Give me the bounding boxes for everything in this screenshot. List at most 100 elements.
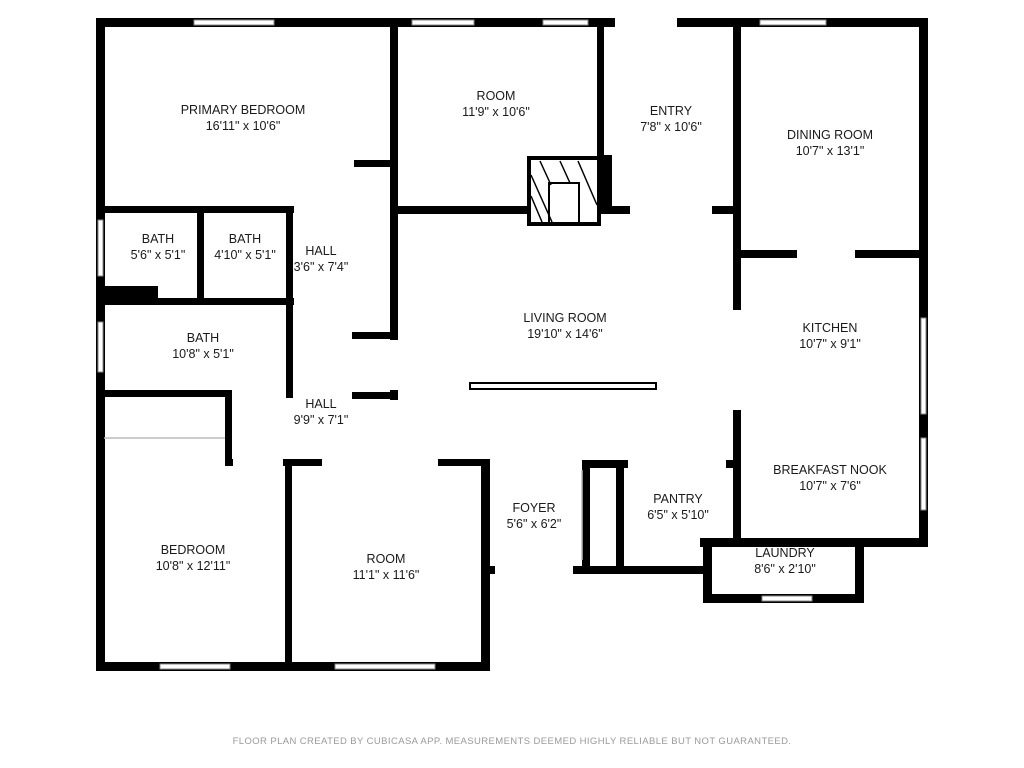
- opening-foyer: [495, 565, 573, 575]
- room-label-bath-1: BATH 5'6" x 5'1": [131, 231, 186, 263]
- wall-entry-dining: [733, 18, 741, 458]
- room-label-primary-bedroom: PRIMARY BEDROOM 16'11" x 10'6": [181, 102, 306, 134]
- room-dims: 6'5" x 5'10": [647, 508, 709, 522]
- fireplace-hatch-5: [577, 160, 598, 206]
- room-name: ROOM: [476, 89, 516, 103]
- wall-pantry-left: [582, 460, 590, 574]
- wall-pantry-bottom: [582, 566, 708, 574]
- room-label-foyer: FOYER 5'6" x 6'2": [507, 500, 562, 532]
- wall-bedroom-room: [285, 459, 292, 671]
- wall-hall-mid: [352, 332, 396, 339]
- room-name: ROOM: [366, 552, 406, 566]
- wall-right-upper: [919, 18, 928, 546]
- fireplace-hatch-3: [539, 160, 552, 186]
- room-dims: 5'6" x 5'1": [130, 248, 186, 262]
- room-dims: 3'6" x 7'4": [293, 260, 349, 274]
- room-label-bath-2: BATH 4'10" x 5'1": [214, 231, 276, 263]
- room-dims: 5'6" x 6'2": [506, 517, 562, 531]
- fireplace-cap: [598, 155, 612, 210]
- room-dims: 9'9" x 7'1": [293, 413, 349, 427]
- room-label-room-bottom: ROOM 11'1" x 11'6": [353, 551, 420, 583]
- opening-entry: [615, 16, 677, 28]
- room-name: PRIMARY BEDROOM: [180, 103, 306, 117]
- room-name: DINING ROOM: [786, 128, 874, 142]
- wall-left-lower: [96, 392, 105, 670]
- room-label-dining: DINING ROOM 10'7" x 13'1": [787, 127, 873, 159]
- room-dims: 4'10" x 5'1": [214, 248, 276, 262]
- window-laundry: [761, 595, 813, 602]
- room-name: FOYER: [512, 501, 556, 515]
- room-dims: 16'11" x 10'6": [205, 119, 281, 133]
- wall-left-upper: [96, 18, 105, 390]
- room-dims: 7'8" x 10'6": [640, 120, 702, 134]
- room-name: LIVING ROOM: [523, 311, 607, 325]
- disclaimer-footer: FLOOR PLAN CREATED BY CUBICASA APP. MEAS…: [232, 736, 792, 747]
- window-kitchen-b: [920, 437, 927, 511]
- room-dims: 10'8" x 5'1": [172, 347, 234, 361]
- room-label-laundry: LAUNDRY 8'6" x 2'10": [754, 545, 816, 577]
- opening-entry-living: [630, 205, 712, 215]
- room-label-room-top: ROOM 11'9" x 10'6": [462, 88, 530, 120]
- living-counter: [469, 382, 657, 390]
- window-kitchen-a: [920, 317, 927, 415]
- room-name: ENTRY: [649, 104, 693, 118]
- room-name: BATH: [141, 232, 175, 246]
- fireplace-hatch-4: [559, 160, 571, 184]
- opening-pantry: [628, 459, 726, 469]
- opening-hall-living: [389, 340, 399, 390]
- room-name: PANTRY: [653, 492, 703, 506]
- partition-lines: [104, 437, 583, 560]
- window-room-b: [542, 19, 589, 26]
- room-label-bath-3: BATH 10'8" x 5'1": [172, 330, 234, 362]
- room-name: KITCHEN: [802, 321, 858, 335]
- fireplace: [527, 156, 601, 226]
- closet-block: [100, 286, 158, 304]
- wall-kitchen-bottom: [700, 538, 928, 547]
- wall-hall-right-a: [354, 160, 394, 167]
- wall-room-entry: [597, 18, 604, 198]
- wall-bath2-bottom: [96, 390, 232, 397]
- window-bath-left: [97, 219, 104, 277]
- room-label-hall-upper: HALL 3'6" x 7'4": [294, 243, 349, 275]
- wall-hall-left: [286, 206, 293, 398]
- windows: [97, 19, 927, 670]
- room-dims: 8'6" x 2'10": [754, 562, 816, 576]
- room-name: BEDROOM: [160, 543, 226, 557]
- door-openings: [233, 16, 855, 575]
- wall-top: [96, 18, 928, 27]
- window-room-bottom: [334, 663, 436, 670]
- opening-bedroom-top: [322, 458, 438, 467]
- fireplace-hatch-1: [530, 174, 553, 223]
- room-dims: 11'1" x 11'6": [352, 568, 420, 582]
- wall-hall-low: [352, 392, 396, 399]
- room-label-kitchen: KITCHEN 10'7" x 9'1": [799, 320, 861, 352]
- opening-dining-kitchen: [797, 249, 855, 259]
- window-primary: [193, 19, 275, 26]
- room-dims: 19'10" x 14'6": [527, 327, 603, 341]
- fireplace-hatch-2: [530, 195, 543, 223]
- wall-bath-row-bottom: [96, 298, 294, 305]
- room-label-pantry: PANTRY 6'5" x 5'10": [647, 491, 709, 523]
- wall-kitchen-left-low: [733, 455, 741, 545]
- room-label-hall-lower: HALL 9'9" x 7'1": [294, 396, 349, 428]
- opening-hall2: [233, 458, 283, 467]
- fireplace-hearth: [548, 182, 580, 224]
- wall-primary-right: [390, 18, 398, 208]
- room-label-entry: ENTRY 7'8" x 10'6": [640, 103, 702, 135]
- room-dims: 10'7" x 13'1": [795, 144, 865, 158]
- room-name: HALL: [305, 397, 337, 411]
- wall-pantry-mid: [616, 460, 624, 574]
- room-name: BREAKFAST NOOK: [773, 463, 887, 477]
- room-dims: 10'7" x 7'6": [799, 479, 861, 493]
- room-label-bedroom: BEDROOM 10'8" x 12'11": [156, 542, 231, 574]
- room-name: BATH: [186, 331, 220, 345]
- window-bedroom: [159, 663, 231, 670]
- room-dims: 10'7" x 9'1": [799, 337, 861, 351]
- wall-hall2-left: [225, 390, 232, 466]
- room-label-breakfast-nook: BREAKFAST NOOK 10'7" x 7'6": [773, 462, 887, 494]
- room-name: HALL: [305, 244, 337, 258]
- wall-bath-row-top: [96, 206, 294, 213]
- room-name: BATH: [228, 232, 262, 246]
- room-label-living: LIVING ROOM 19'10" x 14'6": [523, 310, 606, 342]
